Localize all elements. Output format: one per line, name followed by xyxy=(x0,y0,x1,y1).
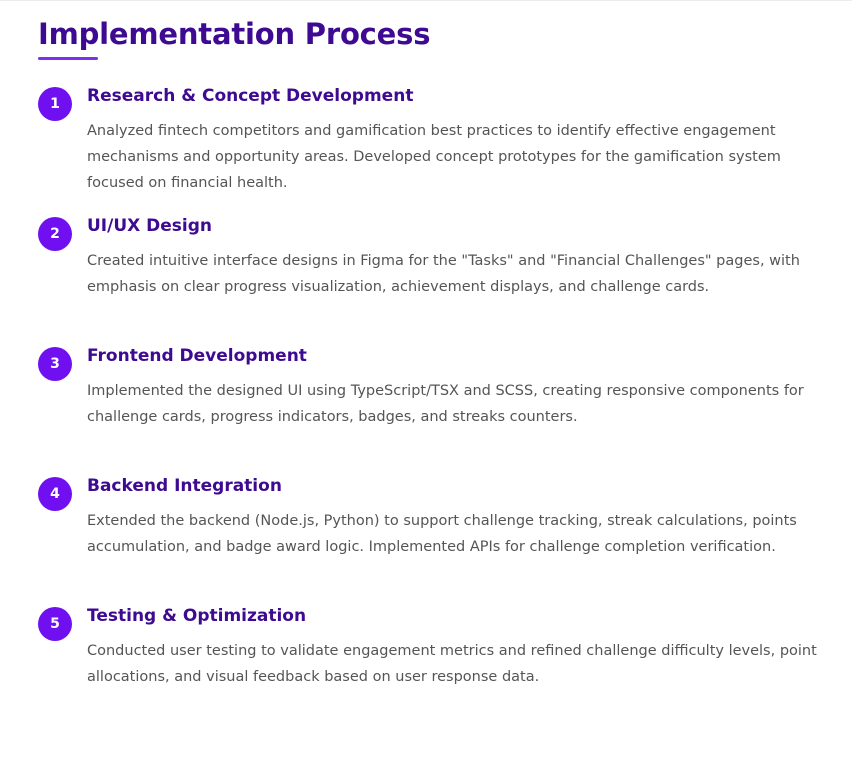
section-title: Implementation Process xyxy=(38,17,431,51)
step-title: Research & Concept Development xyxy=(87,86,414,106)
implementation-process-section: Implementation Process 1 Research & Conc… xyxy=(38,16,828,734)
process-step-1: 1 Research & Concept Development Analyze… xyxy=(38,84,828,214)
step-number-badge: 5 xyxy=(38,607,72,641)
process-step-5: 5 Testing & Optimization Conducted user … xyxy=(38,604,828,734)
title-underline xyxy=(38,57,98,60)
step-number-badge: 4 xyxy=(38,477,72,511)
step-title: Backend Integration xyxy=(87,476,282,496)
process-step-3: 3 Frontend Development Implemented the d… xyxy=(38,344,828,474)
step-title: Frontend Development xyxy=(87,346,307,366)
process-step-4: 4 Backend Integration Extended the backe… xyxy=(38,474,828,604)
step-number-badge: 1 xyxy=(38,87,72,121)
step-description: Analyzed fintech competitors and gamific… xyxy=(87,123,781,191)
process-steps-list: 1 Research & Concept Development Analyze… xyxy=(38,84,828,734)
step-title: UI/UX Design xyxy=(87,216,213,236)
step-number-badge: 3 xyxy=(38,347,72,381)
step-description: Created intuitive interface designs in F… xyxy=(87,253,800,295)
step-title: Testing & Optimization xyxy=(87,606,307,626)
step-number-badge: 2 xyxy=(38,217,72,251)
top-divider xyxy=(0,0,852,1)
step-description: Conducted user testing to validate engag… xyxy=(87,643,817,685)
step-description: Implemented the designed UI using TypeSc… xyxy=(87,383,804,425)
process-step-2: 2 UI/UX Design Created intuitive interfa… xyxy=(38,214,828,344)
step-description: Extended the backend (Node.js, Python) t… xyxy=(87,513,797,555)
